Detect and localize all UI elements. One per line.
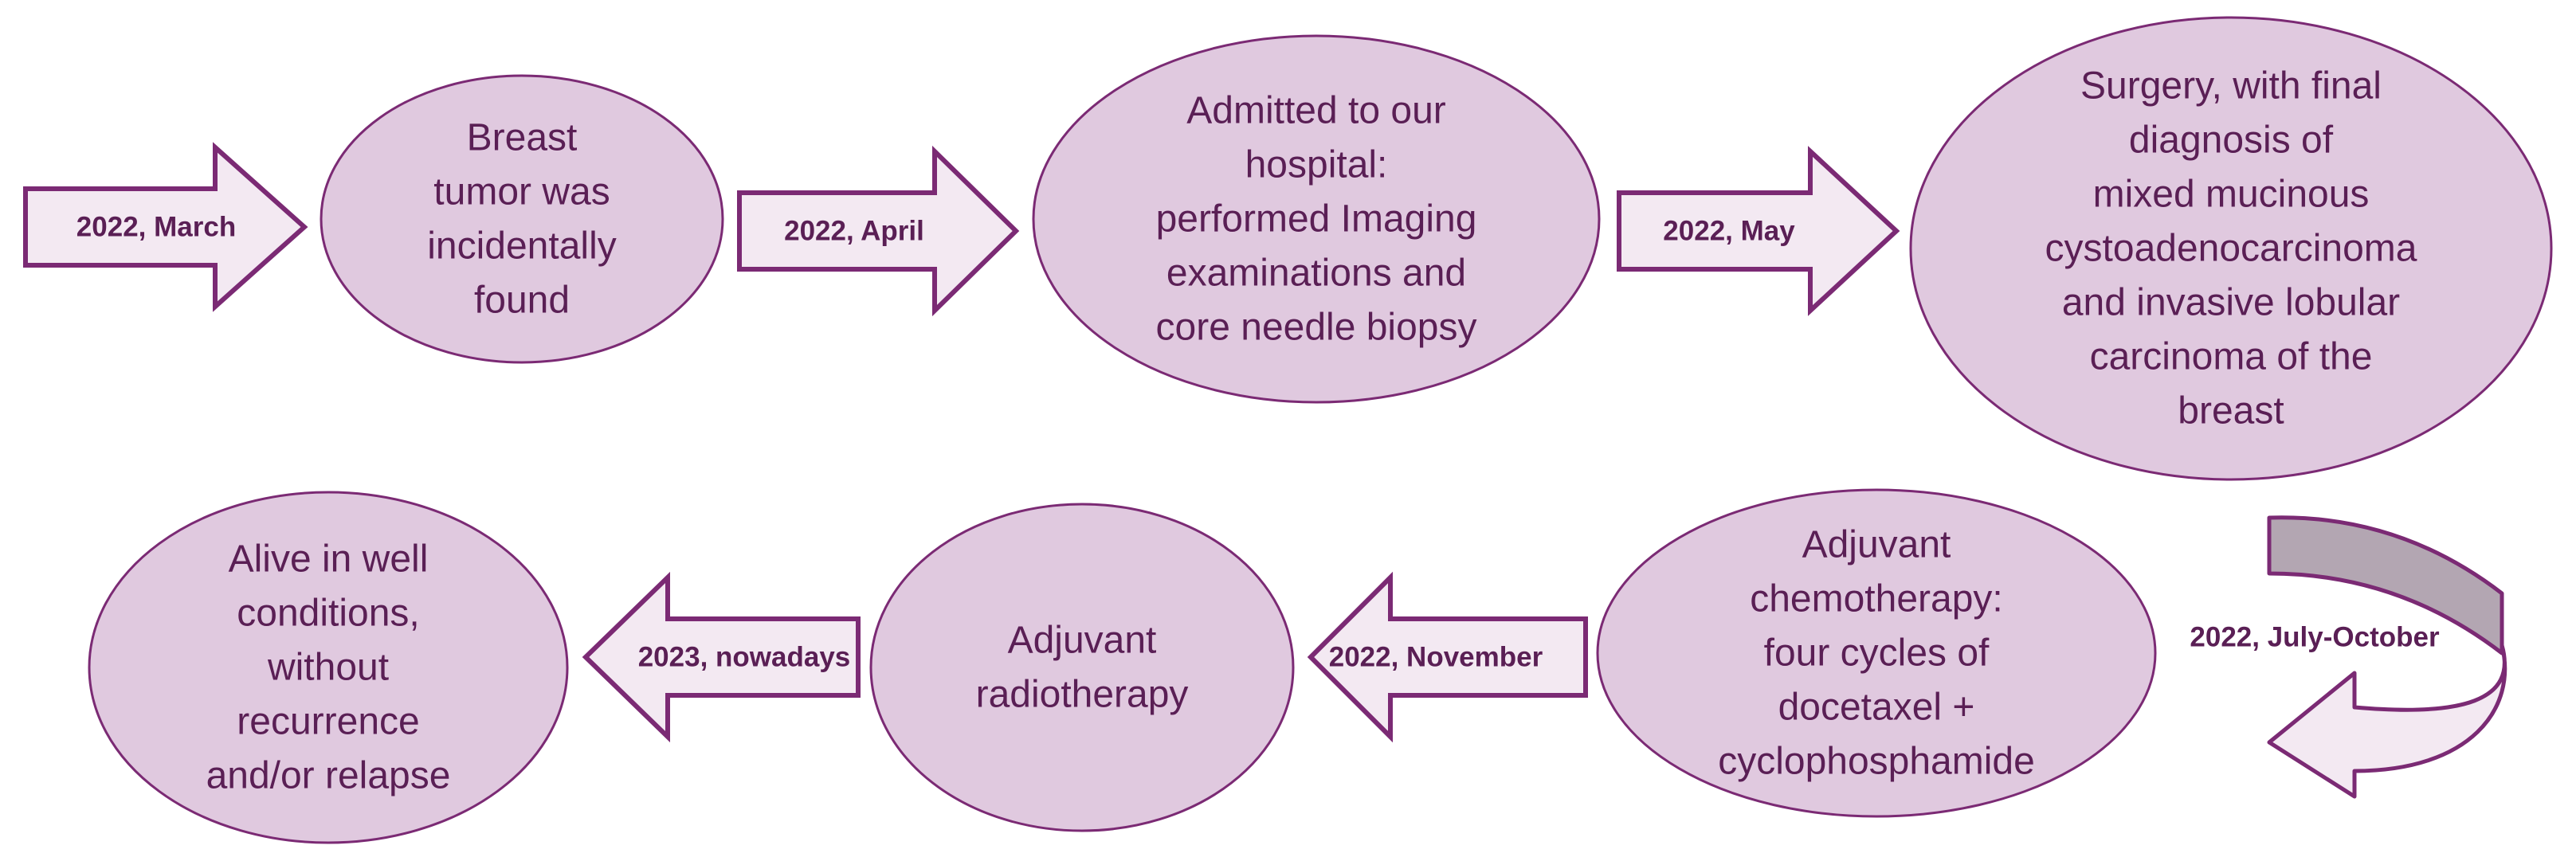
event-text-line: radiotherapy — [976, 674, 1189, 716]
event-text-line: carcinoma of the — [2090, 336, 2373, 378]
event-text-line: recurrence — [237, 701, 419, 743]
event-text-line: and invasive lobular — [2062, 282, 2400, 324]
event-text-line: performed Imaging — [1156, 198, 1477, 241]
date-label: 2022, April — [784, 216, 924, 247]
event-node: Adjuvant radiotherapy — [869, 503, 1295, 832]
event-ellipse — [1909, 16, 2553, 481]
block-arrow-shape — [737, 145, 1020, 317]
date-label: 2022, July-October — [2190, 622, 2440, 653]
event-text-line: Surgery, with final — [2080, 65, 2382, 108]
event-node: Adjuvant chemotherapy: four cycles of docet… — [1596, 488, 2157, 818]
event-text-line: core needle biopsy — [1156, 307, 1477, 349]
date-label: 2022, May — [1663, 216, 1795, 247]
event-text-line: found — [474, 280, 570, 322]
event-node: Alive in well conditions, without recurrenc… — [88, 491, 569, 844]
event-text-line: conditions, — [237, 593, 419, 635]
event-text-line: chemotherapy: — [1750, 578, 2003, 620]
event-text-line: tumor was — [433, 171, 610, 213]
event-text-line: and/or relapse — [206, 755, 451, 797]
block-arrow-shape — [23, 142, 308, 312]
event-ellipse — [1032, 34, 1601, 404]
event-text-line: without — [267, 647, 389, 689]
date-label: 2022, November — [1329, 642, 1543, 673]
event-text-line: diagnosis of — [2129, 119, 2334, 162]
date-label: 2022, March — [76, 212, 236, 243]
event-ellipse — [1596, 488, 2157, 818]
block-arrow-shape — [582, 571, 861, 743]
event-ellipse — [88, 491, 569, 844]
event-text-line: breast — [2178, 390, 2284, 432]
event-ellipse — [869, 503, 1295, 832]
date-arrow: 2022, November — [1307, 571, 1588, 743]
date-arrow: 2022, March — [23, 142, 308, 312]
event-text-line: cyclophosphamide — [1718, 741, 2035, 783]
event-text-line: four cycles of — [1764, 632, 1990, 675]
event-text-line: Admitted to our — [1186, 90, 1446, 132]
event-ellipse — [320, 74, 724, 364]
date-arrow: 2022, April — [737, 145, 1020, 317]
event-text-line: examinations and — [1166, 252, 1466, 295]
event-text-line: Adjuvant — [1802, 524, 1951, 566]
event-text-line: hospital: — [1245, 144, 1388, 186]
date-arrow: 2023, nowadays — [582, 571, 861, 743]
block-arrow-shape — [1307, 571, 1588, 743]
event-text-line: docetaxel + — [1778, 687, 1975, 729]
event-text-line: Adjuvant — [1008, 620, 1157, 662]
event-text-line: Breast — [467, 117, 578, 159]
date-arrow: 2022, July-October — [2190, 515, 2507, 799]
event-text-line: mixed mucinous — [2093, 174, 2370, 216]
event-text-line: incidentally — [427, 225, 616, 268]
block-arrow-shape — [1617, 146, 1900, 316]
event-node: Surgery, with final diagnosis of mixed muc… — [1909, 16, 2553, 481]
curved-arrow-front — [2267, 643, 2507, 799]
event-text-line: Alive in well — [229, 538, 429, 581]
event-text-line: cystoadenocarcinoma — [2045, 228, 2417, 270]
event-node: Breast tumor was incidentally found — [320, 74, 724, 364]
date-arrow: 2022, May — [1617, 146, 1900, 316]
date-label: 2023, nowadays — [638, 642, 851, 673]
event-node: Admitted to our hospital: performed Imagin… — [1032, 34, 1601, 404]
